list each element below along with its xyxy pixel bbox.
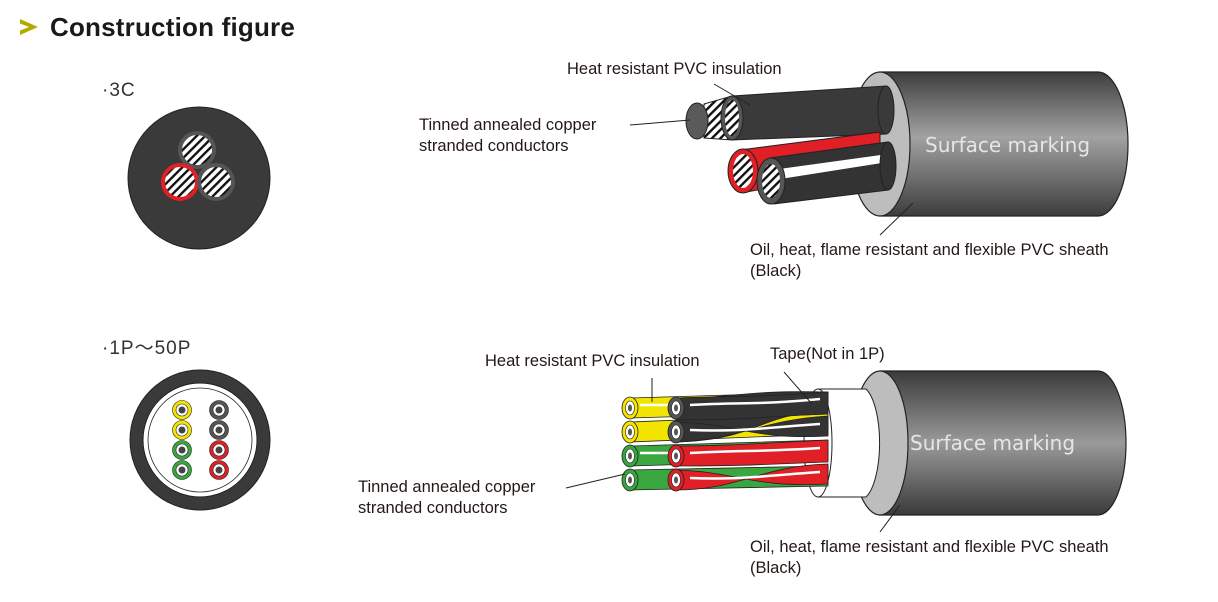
label-insulation-3c: Heat resistant PVC insulation [567,60,782,78]
callout-line-sheath [879,504,901,533]
type-label-pairs: ·1P〜50P [102,338,192,359]
core-right [197,163,235,201]
surface-marking-label: Surface marking [910,431,1075,455]
wire-end-conductor [628,452,632,460]
callout-line-tape [783,371,813,405]
label-sheath-3c-line2: (Black) [750,262,802,280]
tape [817,388,881,498]
pair-core-conductor [178,426,186,434]
label-insulation-pairs: Heat resistant PVC insulation [485,352,700,370]
core-red [161,163,199,201]
cross-section-pairs [129,369,271,511]
sheath-body [879,370,1127,516]
callout-line-insulation [713,83,751,106]
label-tape: Tape(Not in 1P) [770,345,885,363]
label-sheath-pairs-line2: (Black) [750,559,802,577]
label-sheath-3c-line1: Oil, heat, flame resistant and flexible … [750,241,1109,259]
pair-cores [172,400,229,480]
core-striped [756,141,897,205]
wire-end-conductor [628,404,632,412]
label-sheath-pairs-line1: Oil, heat, flame resistant and flexible … [750,538,1109,556]
chevron-right-icon [20,19,38,35]
wire-end-conductor [628,428,632,436]
twisted-pairs [629,391,829,491]
pair-core-conductor [178,466,186,474]
longitudinal-pairs: Surface marking [565,370,1127,533]
wire-end-conductor [674,452,678,460]
wire-ends [621,396,685,492]
cross-section-3c [127,106,271,250]
label-conductor-3c-line2: stranded conductors [419,137,569,155]
label-conductor-3c-line1: Tinned annealed copper [419,116,597,134]
core-black [685,85,895,141]
wire-end-conductor [628,476,632,484]
pair-core-conductor [215,446,223,454]
wire-end-conductor [674,428,678,436]
longitudinal-3c: Surface marking [629,71,1129,236]
wire-end-conductor [674,476,678,484]
label-conductor-pairs-line2: stranded conductors [358,499,508,517]
callout-line-sheath [879,202,914,236]
pair-core-conductor [178,446,186,454]
label-conductor-pairs-line1: Tinned annealed copper [358,478,536,496]
callout-line-conductor [629,119,691,126]
surface-marking-label: Surface marking [925,133,1090,157]
pair-core-conductor [215,466,223,474]
core-top [178,131,216,169]
pair-core-conductor [215,406,223,414]
callout-line-conductor [565,473,626,489]
pair-core-conductor [215,426,223,434]
wire-end-conductor [674,404,678,412]
pair-core-conductor [178,406,186,414]
page-title: Construction figure [50,11,296,42]
type-label-3c: ·3C [102,80,136,101]
sheath-body [879,71,1129,217]
section-header: Construction figure [18,10,295,44]
